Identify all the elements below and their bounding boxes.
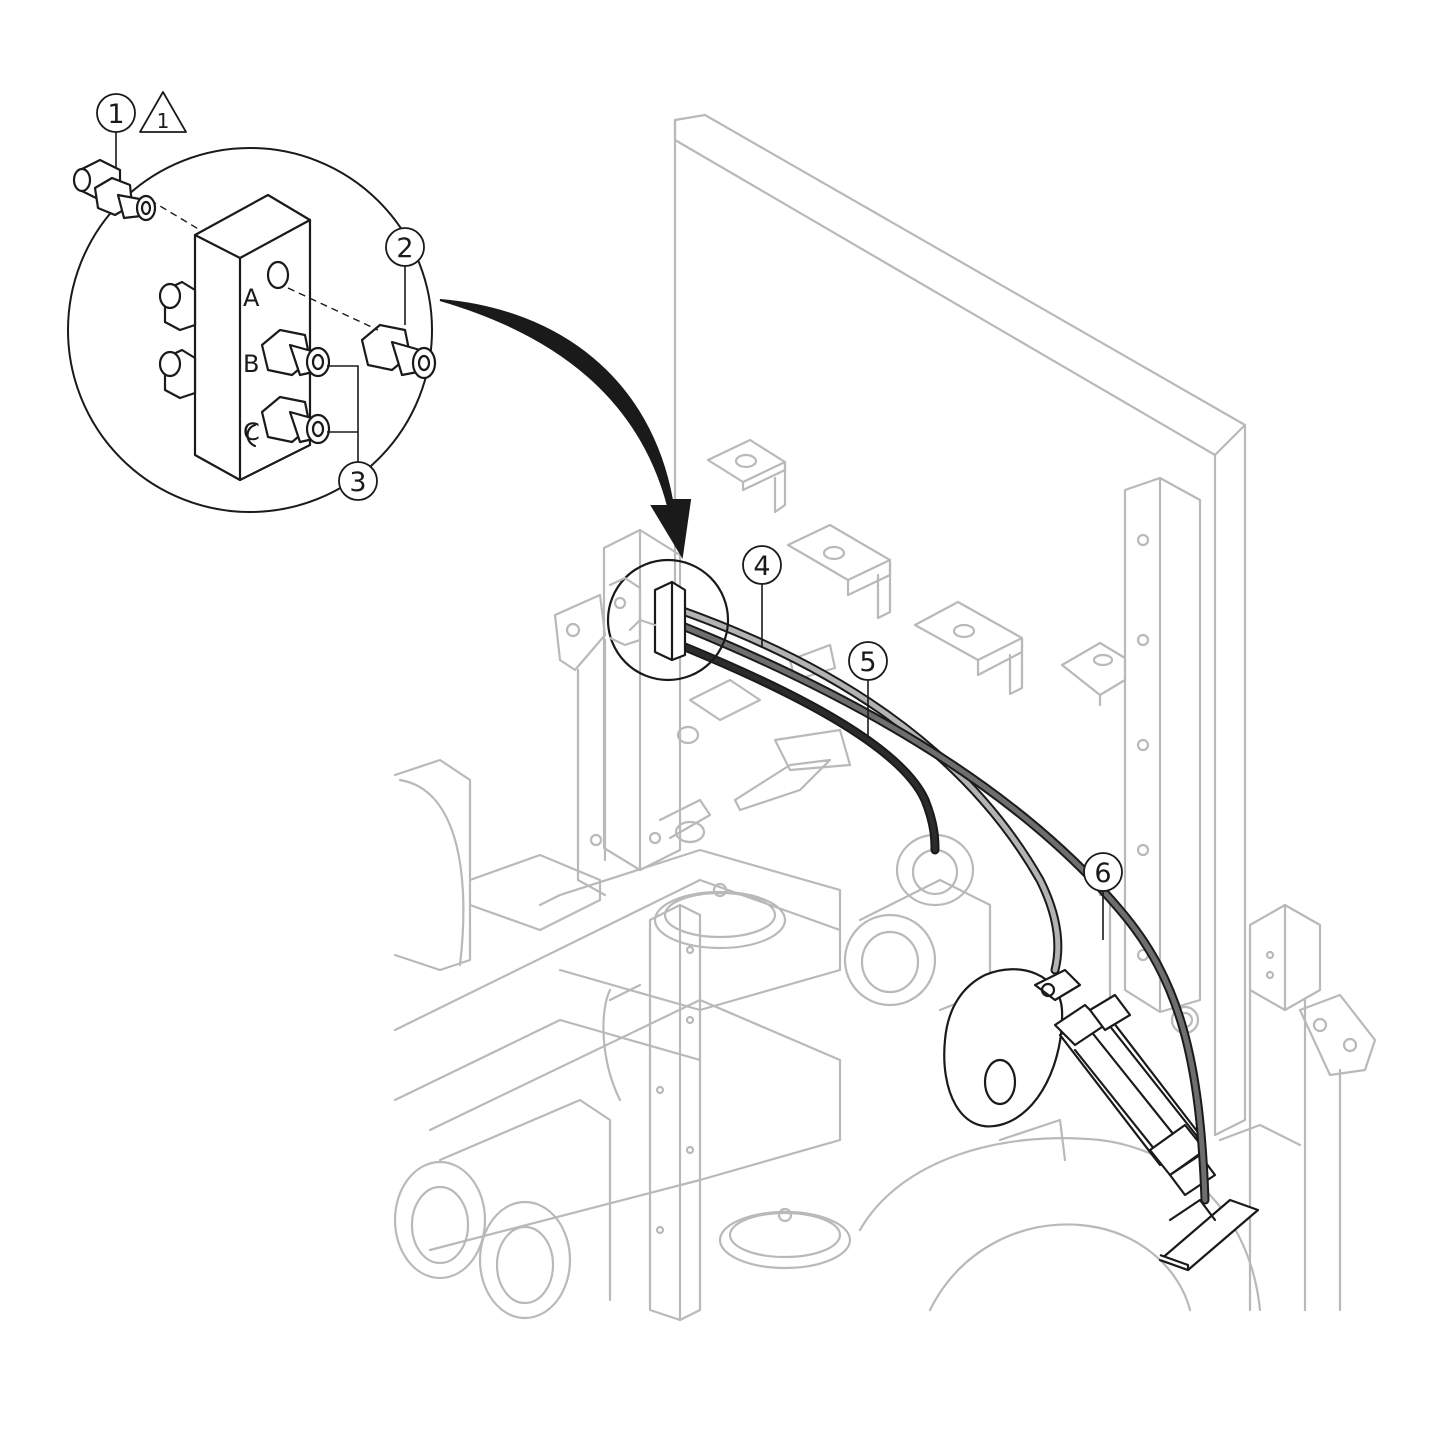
callout-6: 6 xyxy=(1094,858,1111,889)
port-label-b: B xyxy=(243,350,259,378)
callout-3-circle xyxy=(338,461,378,501)
fitting-b xyxy=(260,328,331,378)
callout-4: 4 xyxy=(753,551,770,582)
callout-3: 3 xyxy=(349,467,366,498)
port-label-a: A xyxy=(243,284,260,312)
callouts: 1 1 2 3 4 5 6 xyxy=(96,91,1123,940)
hose-dark-fill xyxy=(677,642,938,853)
detail-circle-small xyxy=(606,558,730,682)
callout-1: 1 xyxy=(107,99,124,130)
warning-triangle-icon: 1 xyxy=(139,91,187,133)
cylinder-assembly xyxy=(943,968,1260,1272)
fitting-1 xyxy=(72,158,157,222)
fitting-c xyxy=(260,395,331,445)
callout-2: 2 xyxy=(396,233,413,264)
fitting-left-lower xyxy=(158,348,197,400)
fitting-2 xyxy=(360,323,437,380)
bracket-4 xyxy=(1060,641,1127,707)
callout-2-circle xyxy=(385,227,425,267)
bracket-1 xyxy=(706,438,787,514)
callout-6-circle xyxy=(1083,852,1123,892)
machine-frame xyxy=(393,113,1377,1322)
detail-inset: A B C xyxy=(67,147,437,513)
callout-1-circle xyxy=(96,93,136,133)
callout-5: 5 xyxy=(859,647,876,678)
callout-4-circle xyxy=(742,545,782,585)
fitting-left-upper xyxy=(158,280,197,332)
callout-5-circle xyxy=(848,641,888,681)
port-label-c: C xyxy=(243,418,260,446)
bracket-2 xyxy=(786,523,892,620)
arrow-indicator xyxy=(439,299,692,559)
warning-number: 1 xyxy=(157,109,170,133)
hose-light-fill xyxy=(677,607,1061,973)
bracket-3 xyxy=(913,600,1024,696)
